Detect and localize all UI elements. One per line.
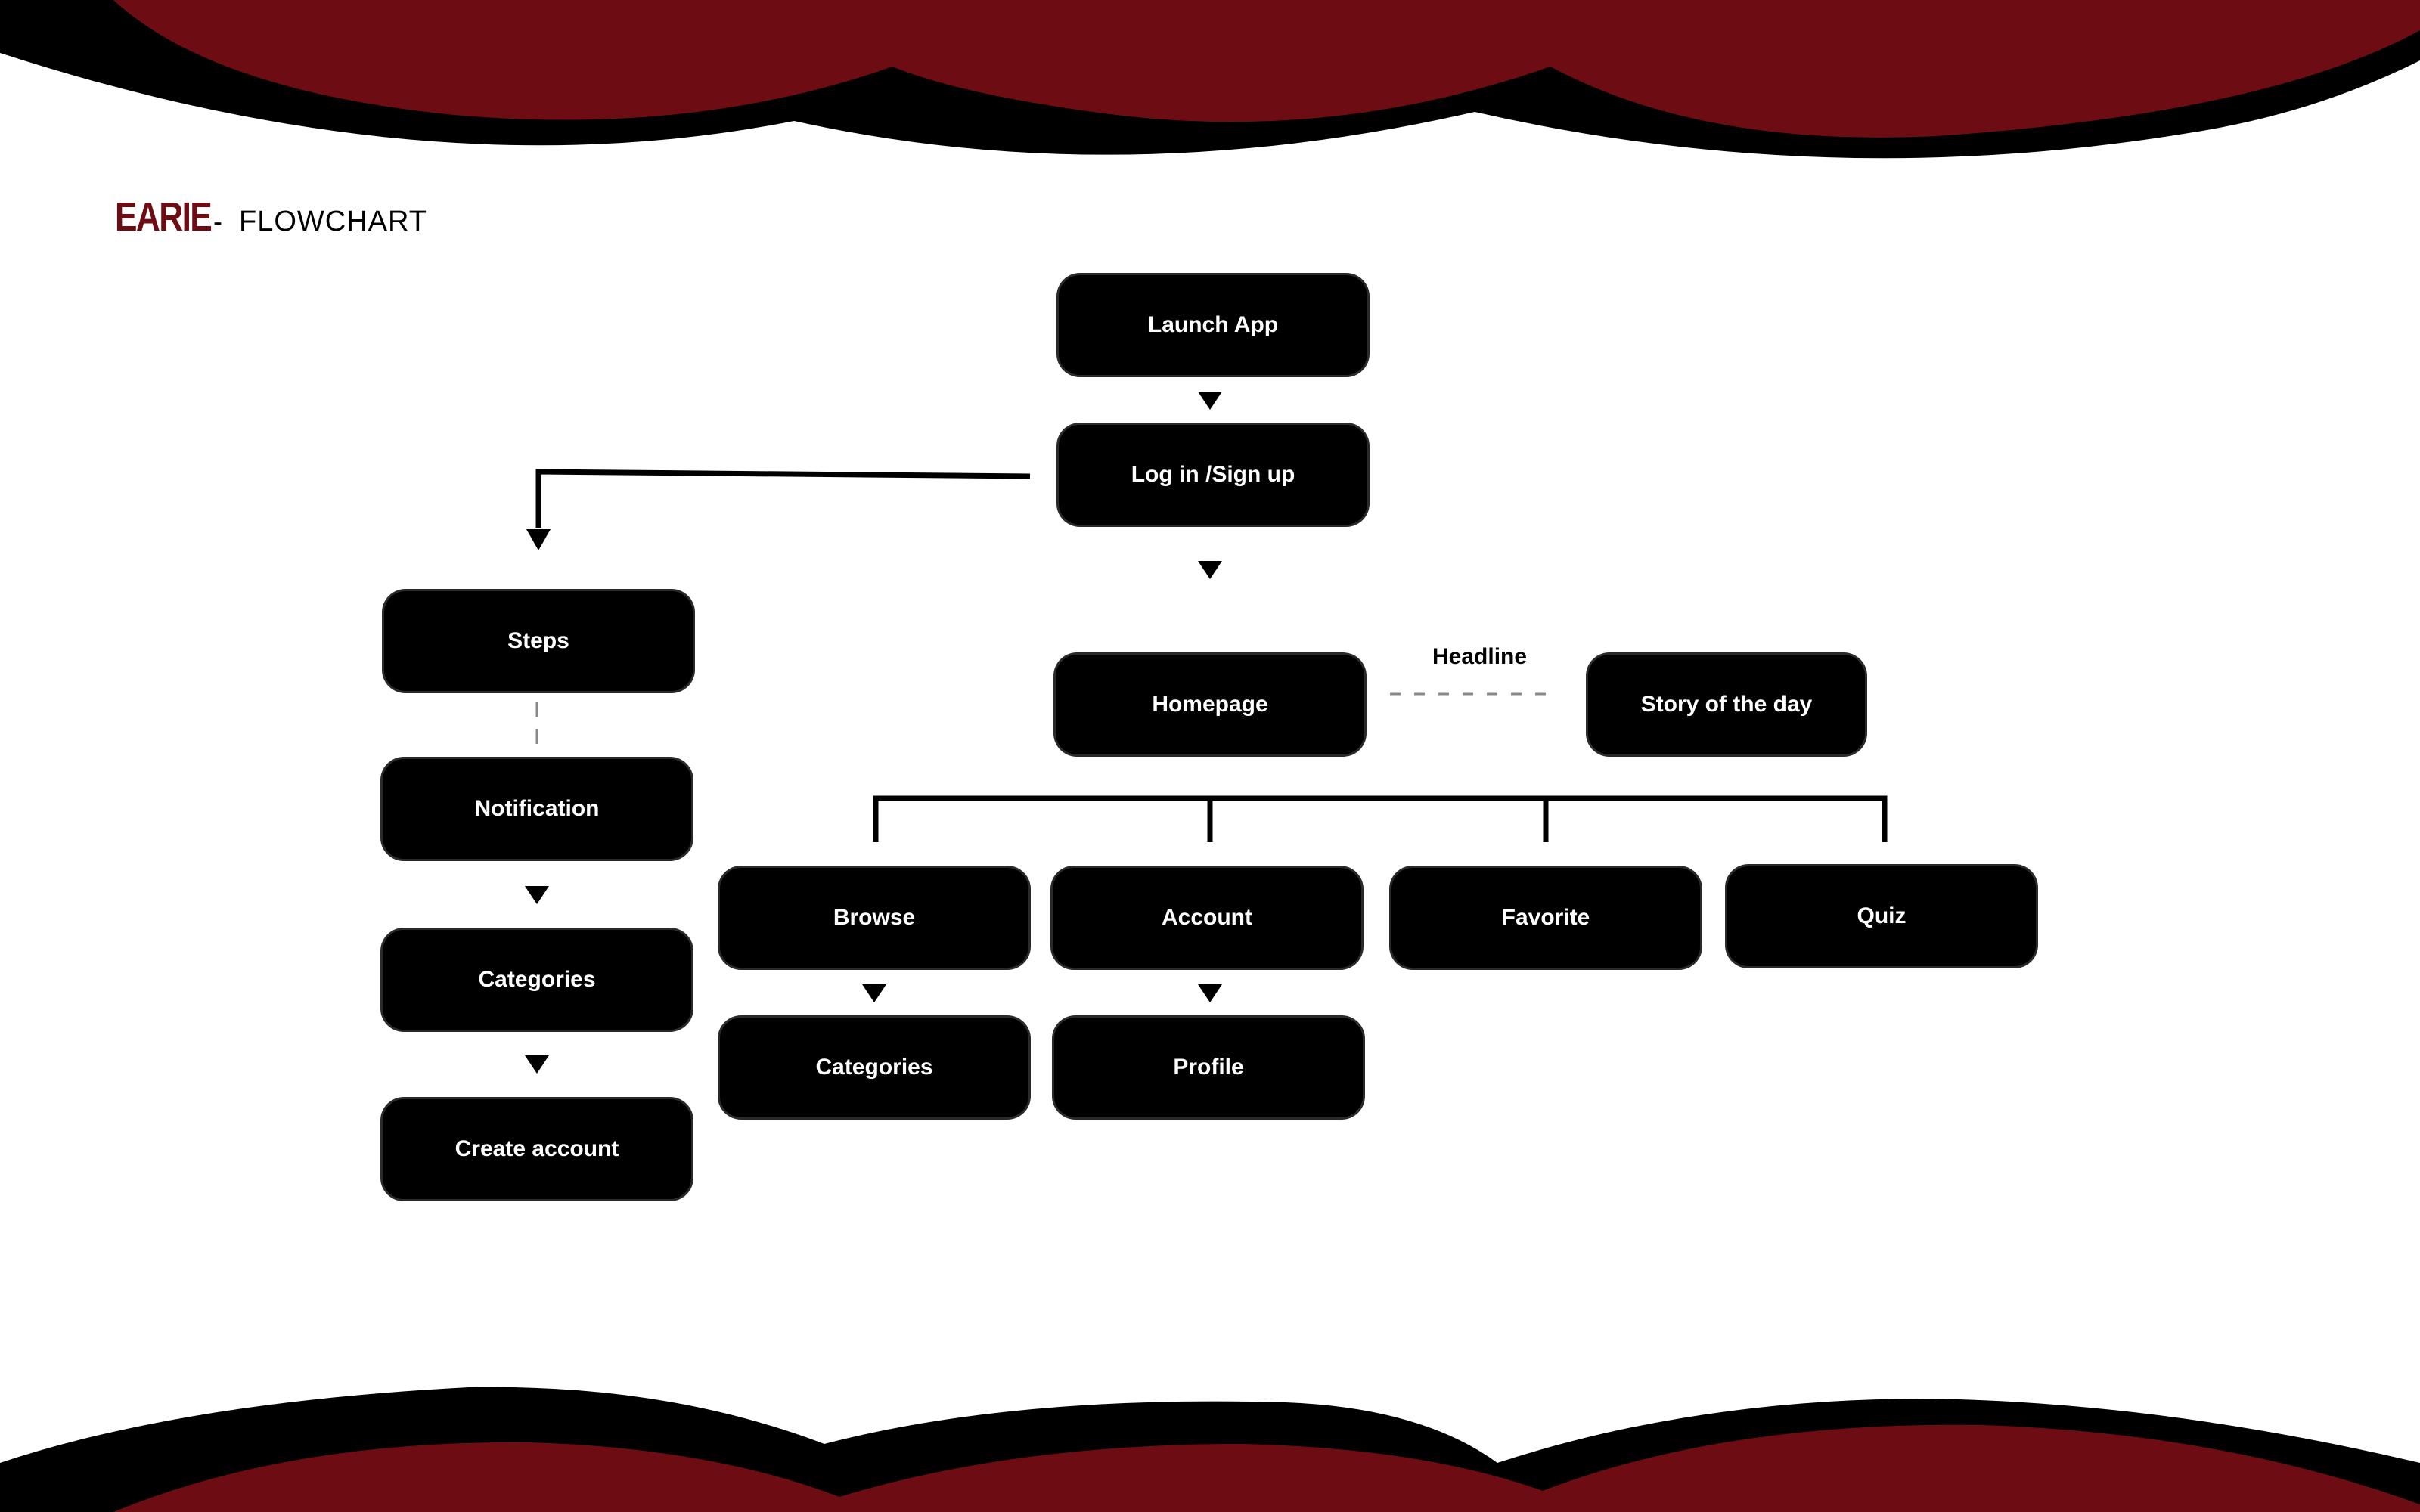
node-profile[interactable]: Profile — [1054, 1018, 1363, 1117]
brand-logo: EARIE — [115, 194, 213, 240]
node-create-account[interactable]: Create account — [383, 1099, 691, 1199]
node-categories-left[interactable]: Categories — [383, 930, 691, 1030]
node-login-signup[interactable]: Log in /Sign up — [1059, 425, 1367, 525]
arrow-browse-to-categories — [862, 984, 886, 1002]
top-wave-red — [113, 0, 2420, 138]
edge-label-headline: Headline — [1432, 644, 1528, 669]
connector-homepage-branches — [873, 795, 1888, 842]
node-steps[interactable]: Steps — [384, 591, 693, 691]
arrow-account-to-profile — [1198, 984, 1222, 1002]
arrow-login-to-steps — [526, 529, 551, 550]
page-title: FLOWCHART — [239, 206, 427, 237]
node-story-of-the-day[interactable]: Story of the day — [1588, 655, 1865, 754]
arrow-notification-to-categories — [525, 886, 549, 904]
node-homepage[interactable]: Homepage — [1056, 655, 1364, 754]
node-quiz[interactable]: Quiz — [1727, 866, 2036, 966]
arrow-login-to-homepage — [1198, 561, 1222, 579]
bottom-wave-red — [113, 1424, 2420, 1512]
node-categories-browse[interactable]: Categories — [720, 1018, 1028, 1117]
node-launch-app[interactable]: Launch App — [1059, 275, 1367, 375]
node-account[interactable]: Account — [1053, 868, 1361, 968]
node-browse[interactable]: Browse — [720, 868, 1028, 968]
arrow-categories-to-create-account — [525, 1055, 549, 1074]
connector-login-to-steps — [535, 469, 1031, 528]
node-favorite[interactable]: Favorite — [1392, 868, 1700, 968]
node-notification[interactable]: Notification — [383, 759, 691, 859]
title-separator: - — [213, 206, 222, 237]
arrow-launch-to-login — [1198, 392, 1222, 410]
